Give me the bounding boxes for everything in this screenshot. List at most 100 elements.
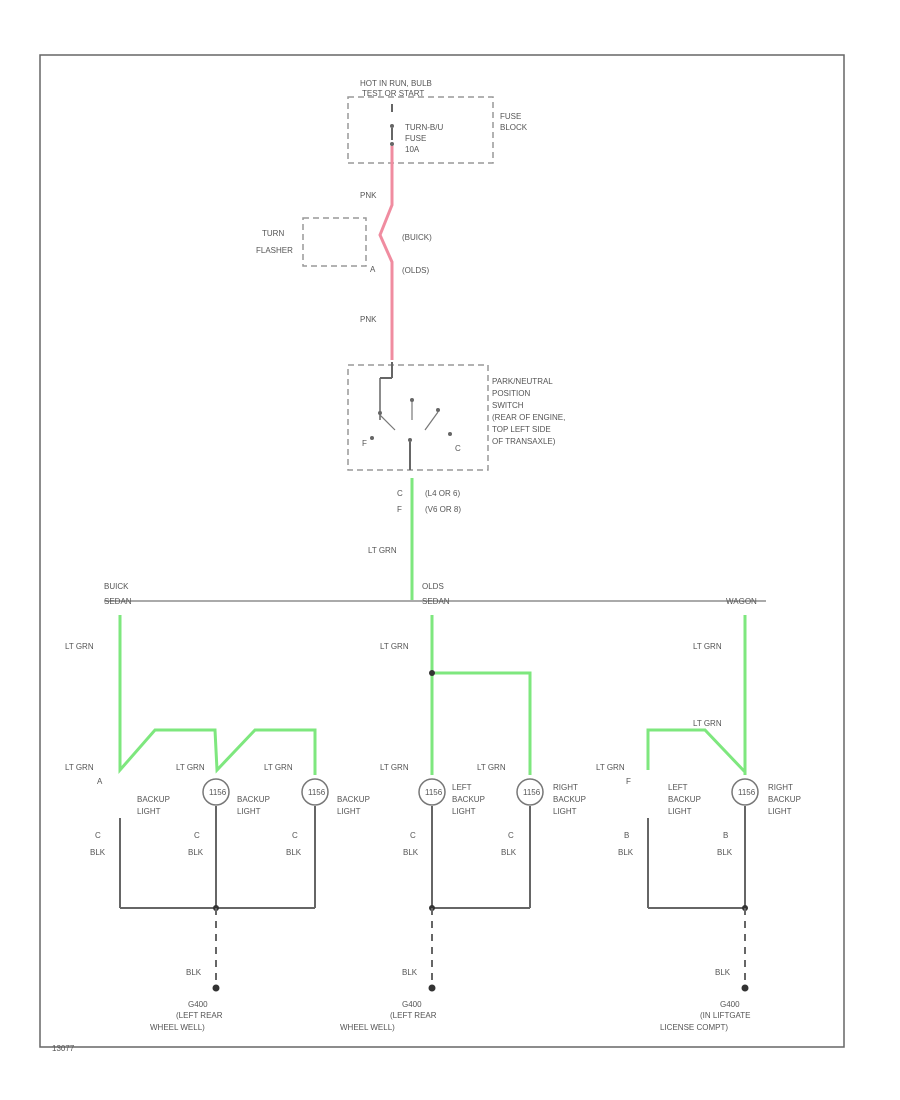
- fuse-terminal-top: [390, 124, 394, 128]
- switch-contact-4: [370, 436, 374, 440]
- turn-flasher-label-1: TURN: [262, 229, 284, 238]
- olds-left-2: BACKUP: [452, 795, 485, 804]
- flasher-olds-pin: (OLDS): [402, 266, 429, 275]
- buick-ground-point: [212, 984, 220, 992]
- olds-blk-2: BLK: [501, 848, 517, 857]
- park-neutral-switch: PARK/NEUTRAL POSITION SWITCH (REAR OF EN…: [347, 362, 565, 471]
- switch-outline: [347, 364, 489, 471]
- bus-olds-2: SEDAN: [422, 597, 450, 606]
- olds-lt-grn-a: LT GRN: [380, 763, 409, 772]
- switch-label-1: PARK/NEUTRAL: [492, 377, 553, 386]
- olds-left-3: LIGHT: [452, 807, 476, 816]
- bus-buick-1: BUICK: [104, 582, 129, 591]
- buick-backup-a-2: LIGHT: [137, 807, 161, 816]
- fuse-name: TURN-B/U: [405, 123, 443, 132]
- buick-backup-c-1: BACKUP: [337, 795, 370, 804]
- olds-left-bulb-code: 1156: [425, 788, 443, 797]
- wagon-blk-ground: BLK: [715, 968, 731, 977]
- conn-f-note: (V6 OR 8): [425, 505, 461, 514]
- switch-label-5: TOP LEFT SIDE: [492, 425, 551, 434]
- buick-backup-b-2: LIGHT: [237, 807, 261, 816]
- wagon-green-wire-left: [646, 728, 747, 774]
- olds-right-2: BACKUP: [553, 795, 586, 804]
- wagon-left-3: LIGHT: [668, 807, 692, 816]
- olds-splice: [429, 670, 435, 676]
- wagon-lt-grn-a: LT GRN: [596, 763, 625, 772]
- wagon-right-bulb: [731, 778, 759, 806]
- fuse-terminal-bottom: [390, 142, 394, 146]
- switch-label-3: SWITCH: [492, 401, 524, 410]
- buick-backup-bulb-2: [301, 778, 329, 806]
- switch-contact-1: [378, 411, 382, 415]
- olds-ground-label-3: WHEEL WELL): [340, 1023, 395, 1032]
- diagram-code: 13077: [52, 1044, 75, 1053]
- wagon-left-1: LEFT: [668, 783, 688, 792]
- buick-backup-bulb-1: [202, 778, 230, 806]
- bus-olds-1: OLDS: [422, 582, 444, 591]
- switch-contact-3: [436, 408, 440, 412]
- olds-green-wire-right: [432, 671, 532, 775]
- buick-blk-ground: BLK: [186, 968, 202, 977]
- wagon-group: LT GRN LT GRN LT GRN F 1156 LEFT BACKUP …: [596, 615, 801, 1032]
- switch-label-2: POSITION: [492, 389, 530, 398]
- buick-pin-a: A: [97, 777, 103, 786]
- buick-pin-c-1: C: [95, 831, 101, 840]
- wagon-lt-grn-mid: LT GRN: [693, 719, 722, 728]
- olds-right-bulb: [516, 778, 544, 806]
- buick-lt-grn-c: LT GRN: [264, 763, 293, 772]
- fuse-block: HOT IN RUN, BULB TEST OR START TURN-B/U …: [347, 79, 528, 164]
- olds-pin-c-1: C: [410, 831, 416, 840]
- fuse-word: FUSE: [405, 134, 426, 143]
- lt-grn-main-label: LT GRN: [368, 546, 397, 555]
- buick-green-wire: [118, 615, 317, 775]
- wagon-right-1: RIGHT: [768, 783, 793, 792]
- buick-pin-c-2: C: [194, 831, 200, 840]
- wagon-pin-b-2: B: [723, 831, 728, 840]
- buick-blk-1: BLK: [90, 848, 106, 857]
- buick-bulb-2-code: 1156: [308, 788, 326, 797]
- olds-pin-c-2: C: [508, 831, 514, 840]
- olds-right-3: LIGHT: [553, 807, 577, 816]
- pnk-label-lower: PNK: [360, 315, 377, 324]
- wagon-blk-1: BLK: [618, 848, 634, 857]
- buick-lt-grn-b: LT GRN: [176, 763, 205, 772]
- olds-right-1: RIGHT: [553, 783, 578, 792]
- conn-c-pin: C: [397, 489, 403, 498]
- buick-ground-label-2: (LEFT REAR: [176, 1011, 223, 1020]
- olds-blk-1: BLK: [403, 848, 419, 857]
- olds-sedan-group: LT GRN LT GRN LT GRN 1156 1156 LEFT BACK…: [340, 615, 586, 1032]
- supply-label-1: HOT IN RUN, BULB: [360, 79, 432, 88]
- olds-ground-label-1: G400: [402, 1000, 422, 1009]
- olds-right-bulb-code: 1156: [523, 788, 541, 797]
- switch-arm-1: [379, 414, 396, 431]
- wagon-left-2: BACKUP: [668, 795, 701, 804]
- olds-left-bulb: [418, 778, 446, 806]
- buick-backup-c-2: LIGHT: [337, 807, 361, 816]
- olds-lt-grn-top: LT GRN: [380, 642, 409, 651]
- wagon-ground-label-3: LICENSE COMPT): [660, 1023, 728, 1032]
- buick-ground-label-1: G400: [188, 1000, 208, 1009]
- turn-flasher-label-2: FLASHER: [256, 246, 293, 255]
- fuse-block-label-2: BLOCK: [500, 123, 528, 132]
- bus-buick-2: SEDAN: [104, 597, 132, 606]
- wagon-pin-b-1: B: [624, 831, 629, 840]
- buick-blk-3: BLK: [286, 848, 302, 857]
- supply-label-2: TEST OR START: [362, 89, 424, 98]
- conn-f-pin: F: [397, 505, 402, 514]
- turn-flasher: TURN FLASHER (BUICK) (OLDS) A: [256, 217, 432, 275]
- buick-pin-c-3: C: [292, 831, 298, 840]
- buick-bulb-1-code: 1156: [209, 788, 227, 797]
- switch-contact-6: [448, 432, 452, 436]
- fuse-amps: 10A: [405, 145, 420, 154]
- turn-flasher-outline: [302, 217, 367, 267]
- flasher-buick-pin: (BUICK): [402, 233, 432, 242]
- buick-lt-grn-a: LT GRN: [65, 763, 94, 772]
- conn-c-note: (L4 OR 6): [425, 489, 460, 498]
- switch-pin-c: C: [455, 444, 461, 453]
- olds-lt-grn-b: LT GRN: [477, 763, 506, 772]
- switch-contact-5: [408, 438, 412, 442]
- olds-ground-label-2: (LEFT REAR: [390, 1011, 437, 1020]
- wagon-right-2: BACKUP: [768, 795, 801, 804]
- wagon-pin-f: F: [626, 777, 631, 786]
